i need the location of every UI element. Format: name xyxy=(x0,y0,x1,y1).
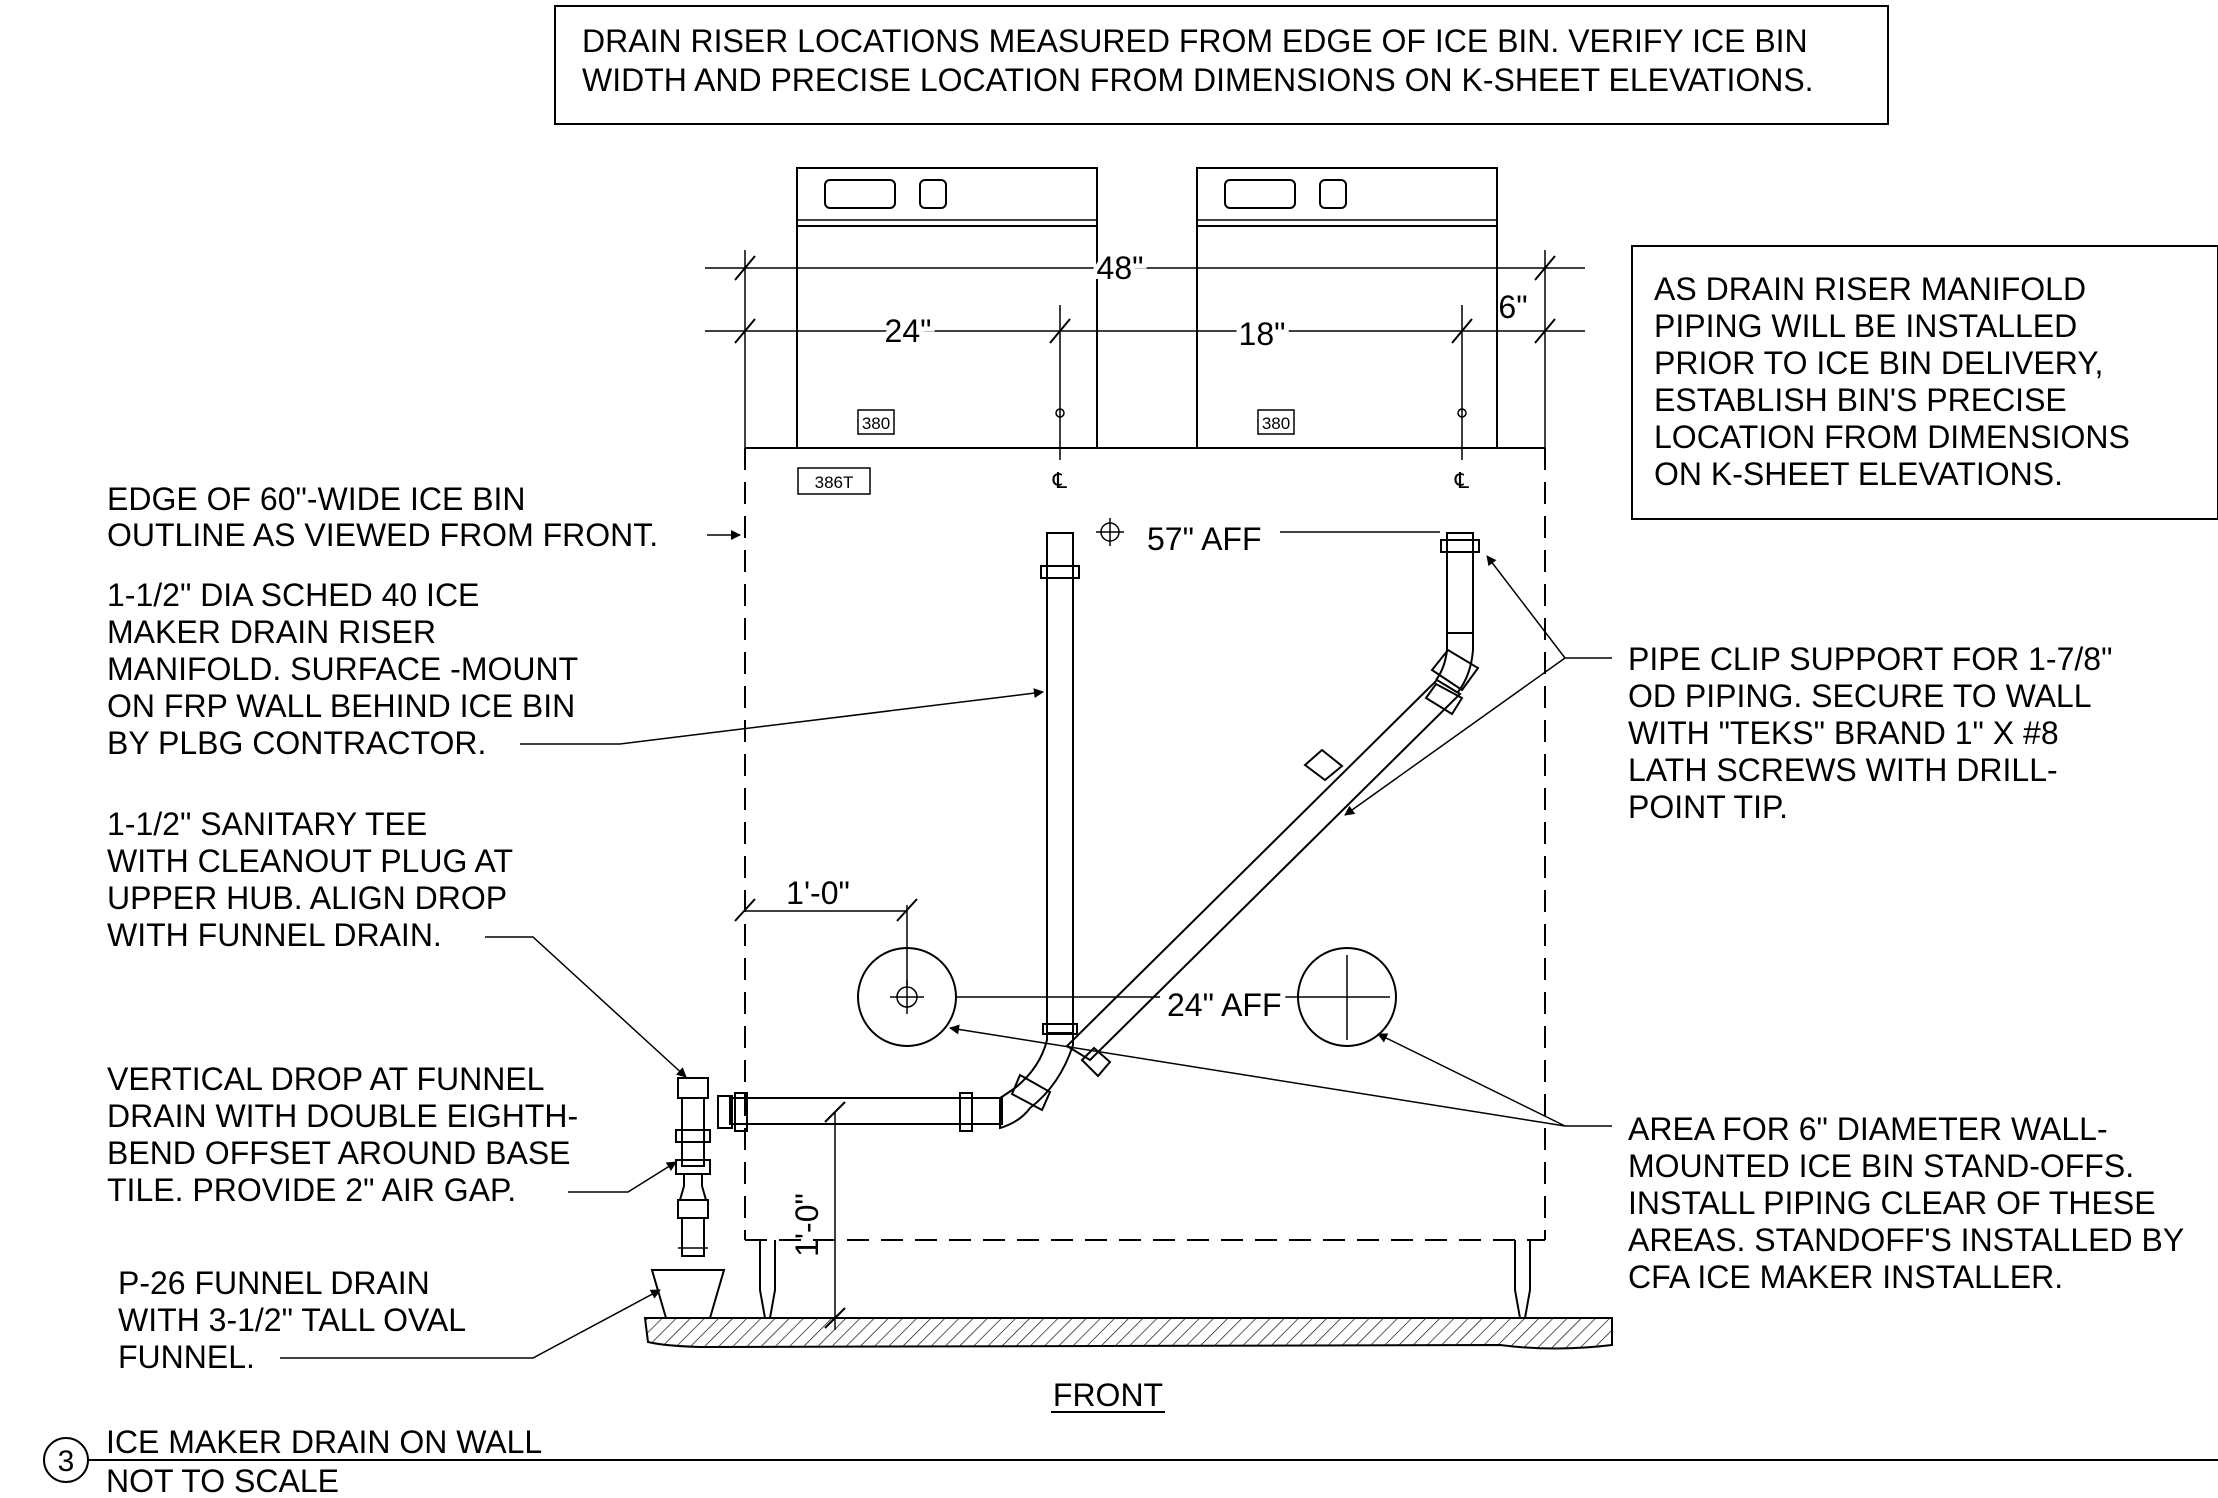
callout-drop: VERTICAL DROP AT FUNNEL DRAIN WITH DOUBL… xyxy=(107,1061,677,1208)
callout-tee-line-1: 1-1/2" SANITARY TEE xyxy=(107,806,427,842)
dim-18: 18" xyxy=(1239,316,1286,352)
front-label: FRONT xyxy=(1051,1377,1165,1413)
funnel-drain xyxy=(650,1269,726,1319)
dim-48: 48" xyxy=(1097,250,1144,286)
callout-clip-line-1: PIPE CLIP SUPPORT FOR 1-7/8" xyxy=(1628,641,2112,677)
callout-standoff-line-2: MOUNTED ICE BIN STAND-OFFS. xyxy=(1628,1148,2134,1184)
ice-maker-left: 380 xyxy=(796,167,1098,448)
pipe-clip xyxy=(1040,565,1080,579)
detail-title-line-1: ICE MAKER DRAIN ON WALL xyxy=(106,1424,542,1460)
callout-funnel-line-1: P-26 FUNNEL DRAIN xyxy=(118,1265,430,1301)
detail-number: 3 xyxy=(58,1445,75,1478)
bin-legs xyxy=(759,1240,1531,1319)
callout-riser-line-2: MAKER DRAIN RISER xyxy=(107,614,436,650)
maker-tag-right: 380 xyxy=(1262,414,1290,433)
callout-pipe-clip: PIPE CLIP SUPPORT FOR 1-7/8" OD PIPING. … xyxy=(1344,555,2112,825)
callout-riser: 1-1/2" DIA SCHED 40 ICE MAKER DRAIN RISE… xyxy=(107,577,1044,761)
centerline-mark-left: ℄ xyxy=(1052,468,1068,493)
callout-tee: 1-1/2" SANITARY TEE WITH CLEANOUT PLUG A… xyxy=(107,806,687,1078)
top-note: DRAIN RISER LOCATIONS MEASURED FROM EDGE… xyxy=(554,5,1889,125)
dim-drain-height: 1'-0" xyxy=(789,1193,825,1257)
right-note-line-4: ESTABLISH BIN'S PRECISE xyxy=(1654,382,2067,418)
callout-bin-edge-line-2: OUTLINE AS VIEWED FROM FRONT. xyxy=(107,517,658,553)
callout-drop-line-4: TILE. PROVIDE 2" AIR GAP. xyxy=(107,1172,516,1208)
callout-standoff-line-5: CFA ICE MAKER INSTALLER. xyxy=(1628,1259,2063,1295)
callout-funnel-line-2: WITH 3-1/2" TALL OVAL xyxy=(118,1302,466,1338)
detail-title: 3 ICE MAKER DRAIN ON WALL NOT TO SCALE xyxy=(43,1424,2218,1498)
dim-57-aff: 57" AFF xyxy=(1147,521,1262,557)
bin-tag: 386T xyxy=(815,473,854,492)
standoff-areas: 24" AFF 24" AFF xyxy=(857,947,1397,1047)
right-note-line-5: LOCATION FROM DIMENSIONS xyxy=(1654,419,2130,455)
vent-slot xyxy=(919,179,947,209)
top-note-box xyxy=(554,5,1889,125)
callout-bin-edge-line-1: EDGE OF 60"-WIDE ICE BIN xyxy=(107,481,526,517)
dim-6: 6" xyxy=(1498,289,1527,325)
callout-riser-line-3: MANIFOLD. SURFACE -MOUNT xyxy=(107,651,578,687)
detail-title-line-2: NOT TO SCALE xyxy=(106,1463,339,1498)
callout-riser-line-4: ON FRP WALL BEHIND ICE BIN xyxy=(107,688,575,724)
centerline-mark-right: ℄ xyxy=(1454,468,1470,493)
callout-drop-line-2: DRAIN WITH DOUBLE EIGHTH- xyxy=(107,1098,578,1134)
callout-standoff-line-3: INSTALL PIPING CLEAR OF THESE xyxy=(1628,1185,2156,1221)
ice-bin-outline: 386T xyxy=(744,448,1546,1241)
right-note: AS DRAIN RISER MANIFOLD PIPING WILL BE I… xyxy=(1631,245,2218,520)
right-note-line-1: AS DRAIN RISER MANIFOLD xyxy=(1654,271,2086,307)
callout-drop-line-3: BEND OFFSET AROUND BASE xyxy=(107,1135,571,1171)
tag-box xyxy=(1257,409,1295,435)
callout-clip-line-4: LATH SCREWS WITH DRILL- xyxy=(1628,752,2058,788)
dim-24-aff: 24" AFF xyxy=(1167,987,1282,1023)
floor-slab xyxy=(643,1317,1613,1350)
front-label-text: FRONT xyxy=(1053,1377,1163,1413)
tag-box xyxy=(857,409,895,435)
dim-18-bg: 18" xyxy=(1239,316,1286,352)
dim-standoff-offset: 1'-0" xyxy=(786,875,850,911)
right-note-line-2: PIPING WILL BE INSTALLED xyxy=(1654,308,2077,344)
ice-maker-right: 380 xyxy=(1196,167,1498,448)
top-note-line-2: WIDTH AND PRECISE LOCATION FROM DIMENSIO… xyxy=(582,62,1814,98)
top-note-line-1: DRAIN RISER LOCATIONS MEASURED FROM EDGE… xyxy=(582,23,1808,59)
vent-slot xyxy=(1224,179,1296,209)
callout-tee-line-2: WITH CLEANOUT PLUG AT xyxy=(107,843,513,879)
callout-clip-line-2: OD PIPING. SECURE TO WALL xyxy=(1628,678,2092,714)
right-note-line-6: ON K-SHEET ELEVATIONS. xyxy=(1654,456,2063,492)
vent-slot xyxy=(824,179,896,209)
dim-48-bg: 48" xyxy=(1097,250,1144,286)
maker-tag-left: 380 xyxy=(862,414,890,433)
callout-standoff-line-1: AREA FOR 6" DIAMETER WALL- xyxy=(1628,1111,2108,1147)
callout-tee-line-4: WITH FUNNEL DRAIN. xyxy=(107,917,442,953)
pipe-clip xyxy=(1303,748,1344,782)
bin-tag-box xyxy=(797,467,871,495)
callout-clip-line-5: POINT TIP. xyxy=(1628,789,1788,825)
vent-slot xyxy=(1319,179,1347,209)
callout-funnel-line-3: FUNNEL. xyxy=(118,1339,255,1375)
callout-bin-edge: EDGE OF 60"-WIDE ICE BIN OUTLINE AS VIEW… xyxy=(107,481,741,553)
callout-riser-line-1: 1-1/2" DIA SCHED 40 ICE xyxy=(107,577,479,613)
callout-funnel: P-26 FUNNEL DRAIN WITH 3-1/2" TALL OVAL … xyxy=(118,1265,661,1375)
right-note-line-3: PRIOR TO ICE BIN DELIVERY, xyxy=(1654,345,2103,381)
drain-riser-manifold xyxy=(675,532,1480,1257)
pipe-clip xyxy=(959,1092,973,1132)
sanitary-tee xyxy=(681,1097,705,1167)
callout-drop-line-1: VERTICAL DROP AT FUNNEL xyxy=(107,1061,544,1097)
cleanout-plug xyxy=(677,1077,709,1099)
pipe-clip xyxy=(1440,539,1480,553)
callout-standoff: AREA FOR 6" DIAMETER WALL- MOUNTED ICE B… xyxy=(949,1024,2184,1295)
dim-24-aff-bg: 24" AFF xyxy=(1167,987,1282,1023)
callout-tee-line-3: UPPER HUB. ALIGN DROP xyxy=(107,880,507,916)
right-note-box xyxy=(1631,245,2218,520)
callout-riser-line-5: BY PLBG CONTRACTOR. xyxy=(107,725,486,761)
callout-clip-line-3: WITH "TEKS" BRAND 1" X #8 xyxy=(1628,715,2059,751)
dimension-lines: 48" 48" 24" 24" 18" 18" 6" ℄ ℄ 57" AFF 1… xyxy=(705,245,1585,1330)
callout-standoff-line-4: AREAS. STANDOFF'S INSTALLED BY xyxy=(1628,1222,2184,1258)
dim-24-bg: 24" xyxy=(885,313,932,349)
dim-24: 24" xyxy=(885,313,932,349)
